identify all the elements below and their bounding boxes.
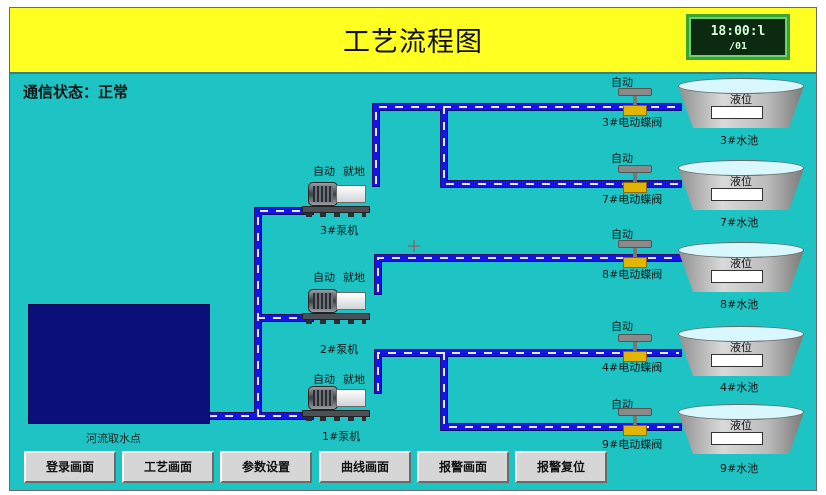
login-screen-button[interactable]: 登录画面 [24, 451, 116, 483]
process-screen-button[interactable]: 工艺画面 [122, 451, 214, 483]
tank-8-label: 8#水池 [720, 298, 759, 311]
clock-date: /01 [728, 41, 748, 52]
pipe-network [206, 103, 682, 431]
tank-4-level-label: 液位 [730, 341, 752, 354]
tank-9-label: 9#水池 [720, 462, 759, 475]
valve-4-mode[interactable]: 自动 [611, 320, 633, 333]
butterfly-valve-7-icon[interactable] [615, 165, 655, 197]
tank-8[interactable]: 液位 [678, 242, 808, 306]
tank-8-level-display [711, 270, 763, 283]
pipe-segments [206, 103, 682, 431]
alarm-screen-button[interactable]: 报警画面 [417, 451, 509, 483]
tank-3[interactable]: 液位 [678, 78, 808, 142]
hmi-screen: 工艺流程图 18:00:l /01 通信状态：正常 [9, 7, 817, 491]
tank-3-label: 3#水池 [720, 134, 759, 147]
alarm-reset-button[interactable]: 报警复位 [515, 451, 607, 483]
valve-9-mode[interactable]: 自动 [611, 398, 633, 411]
clock-display: 18:00:l /01 [686, 14, 790, 60]
page-title: 工艺流程图 [343, 27, 483, 58]
tank-8-level-label: 液位 [730, 257, 752, 270]
pump-2-label: 2#泵机 [320, 343, 359, 356]
valve-8-label: 8#电动蝶阀 [602, 268, 663, 281]
river-intake-reservoir [28, 304, 210, 424]
valve-7-mode[interactable]: 自动 [611, 152, 633, 165]
tank-9-level-label: 液位 [730, 419, 752, 432]
crosshair-icon [408, 240, 420, 252]
valve-8-mode[interactable]: 自动 [611, 228, 633, 241]
clock-time: 18:00:l [710, 24, 766, 39]
pump-1-label: 1#泵机 [322, 430, 361, 443]
tank-4-label: 4#水池 [720, 381, 759, 394]
tank-7-level-display [711, 188, 763, 201]
tank-4-level-display [711, 354, 763, 367]
river-intake-label: 河流取水点 [86, 432, 141, 445]
butterfly-valve-9-icon[interactable] [615, 408, 655, 440]
pump-3-mode-local[interactable]: 就地 [343, 165, 365, 178]
valve-3-mode[interactable]: 自动 [611, 76, 633, 89]
pump-1-mode-local[interactable]: 就地 [343, 373, 365, 386]
butterfly-valve-3-icon[interactable] [615, 88, 655, 120]
valve-4-label: 4#电动蝶阀 [602, 361, 663, 374]
trend-screen-button[interactable]: 曲线画面 [319, 451, 411, 483]
title-bar: 工艺流程图 18:00:l /01 [10, 8, 816, 74]
valve-7-label: 7#电动蝶阀 [602, 193, 663, 206]
pump-3-label: 3#泵机 [320, 224, 359, 237]
tank-3-level-display [711, 106, 763, 119]
pump-1-icon[interactable] [298, 372, 378, 428]
tank-3-level-label: 液位 [730, 93, 752, 106]
pump-2-mode-auto[interactable]: 自动 [313, 271, 335, 284]
valve-3-label: 3#电动蝶阀 [602, 116, 663, 129]
tank-7-level-label: 液位 [730, 175, 752, 188]
pump-3-icon[interactable] [298, 168, 378, 224]
tank-7[interactable]: 液位 [678, 160, 808, 224]
parameter-settings-button[interactable]: 参数设置 [220, 451, 312, 483]
butterfly-valve-8-icon[interactable] [615, 240, 655, 272]
tank-7-label: 7#水池 [720, 216, 759, 229]
tank-4[interactable]: 液位 [678, 326, 808, 390]
tank-9[interactable]: 液位 [678, 404, 808, 468]
pump-1-mode-auto[interactable]: 自动 [313, 373, 335, 386]
pump-3-mode-auto[interactable]: 自动 [313, 165, 335, 178]
tank-9-level-display [711, 432, 763, 445]
comm-status: 通信状态：正常 [23, 83, 129, 101]
pump-2-icon[interactable] [298, 275, 378, 331]
valve-9-label: 9#电动蝶阀 [602, 438, 663, 451]
pump-2-mode-local[interactable]: 就地 [343, 271, 365, 284]
butterfly-valve-4-icon[interactable] [615, 334, 655, 366]
